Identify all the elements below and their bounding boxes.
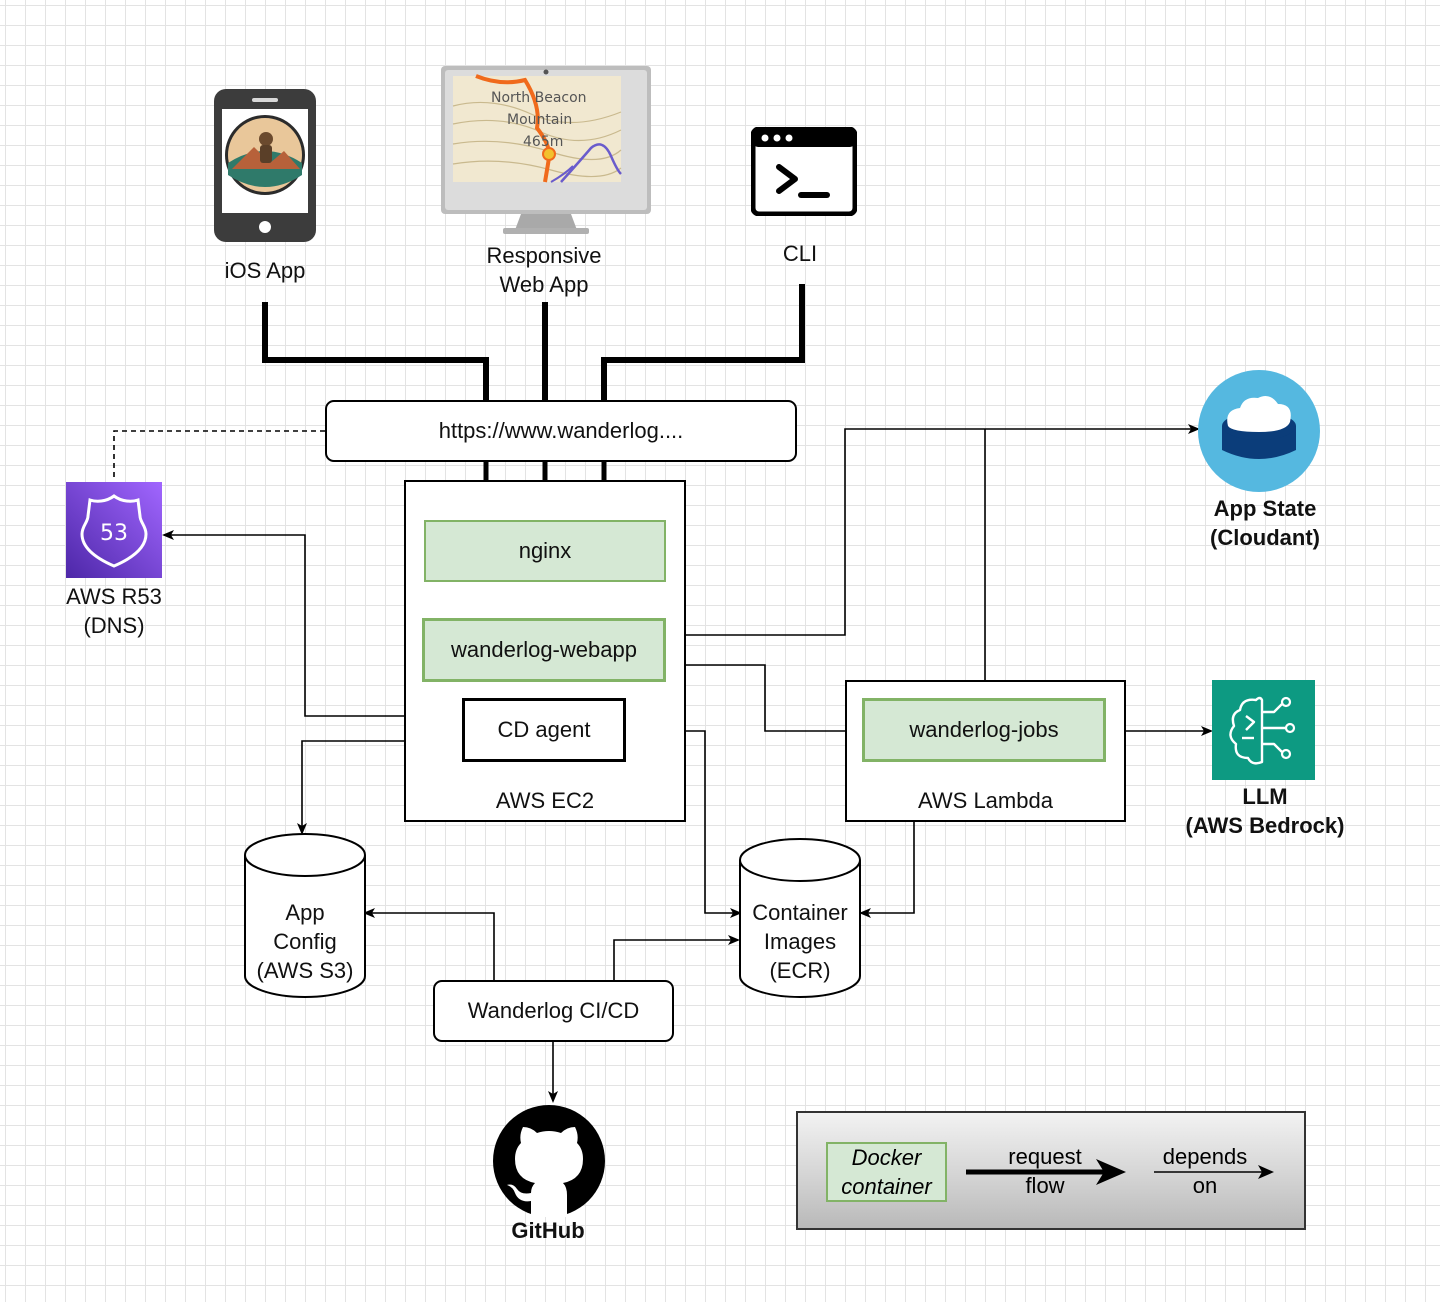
ec2-label: AWS EC2 [495, 788, 595, 813]
s3-cylinder-icon [244, 833, 366, 998]
map-label-2: Mountain [507, 112, 572, 128]
map-label-3: 465m [523, 134, 563, 150]
route53-icon: 53 [66, 482, 162, 578]
r53-badge-text: 53 [100, 521, 128, 546]
ecr-cylinder-icon [739, 838, 861, 998]
ios-request-line [262, 302, 489, 400]
cli-label: CLI [782, 241, 818, 266]
bedrock-llm-icon [1212, 680, 1315, 780]
lambda-label: AWS Lambda [918, 788, 1053, 813]
legend-depends-arrow [1154, 1165, 1274, 1179]
r53-label: AWS R53 (DNS) [66, 584, 162, 638]
dns-dashed-line [113, 430, 325, 481]
legend-request-arrow [966, 1159, 1126, 1185]
webapp-to-cloudant-line [666, 424, 1200, 636]
cdagent-to-r53-line [162, 530, 463, 717]
cloudant-database-icon [1198, 370, 1320, 492]
phone-icon [214, 89, 316, 242]
url-bar: https://www.wanderlog.... [325, 400, 797, 462]
cicd-to-s3-line [363, 908, 495, 980]
cicd-box: Wanderlog CI/CD [433, 980, 674, 1042]
legend-docker-sample: Docker container [826, 1142, 947, 1202]
cd-agent-box: CD agent [462, 698, 626, 762]
lambda-to-ecr-line [859, 821, 915, 918]
nginx-container: nginx [424, 520, 666, 582]
cloudant-label: App State (Cloudant) [1210, 496, 1320, 550]
webapp-to-jobs-line [666, 664, 864, 736]
monitor-icon: North Beacon Mountain 465m [441, 66, 651, 234]
ios-app-label: iOS App [224, 258, 306, 283]
legend-request-flow: request flow [1008, 1144, 1082, 1198]
terminal-icon [751, 127, 857, 216]
legend-depends-on: depends on [1162, 1144, 1248, 1198]
legend-box: Docker container request flow depends on [796, 1111, 1306, 1230]
cicd-to-ecr-line [613, 935, 740, 980]
ecr-label: Container Images (ECR) [752, 900, 848, 983]
github-label: GitHub [511, 1218, 585, 1243]
web-app-label: Responsive Web App [486, 243, 602, 297]
map-label-1: North Beacon [491, 90, 587, 106]
github-icon [493, 1105, 605, 1217]
bedrock-label: LLM (AWS Bedrock) [1185, 784, 1345, 838]
jobs-container: wanderlog-jobs [862, 698, 1106, 762]
webapp-container: wanderlog-webapp [422, 618, 666, 682]
s3-label: App Config (AWS S3) [256, 900, 354, 983]
cli-request-line [601, 284, 805, 400]
